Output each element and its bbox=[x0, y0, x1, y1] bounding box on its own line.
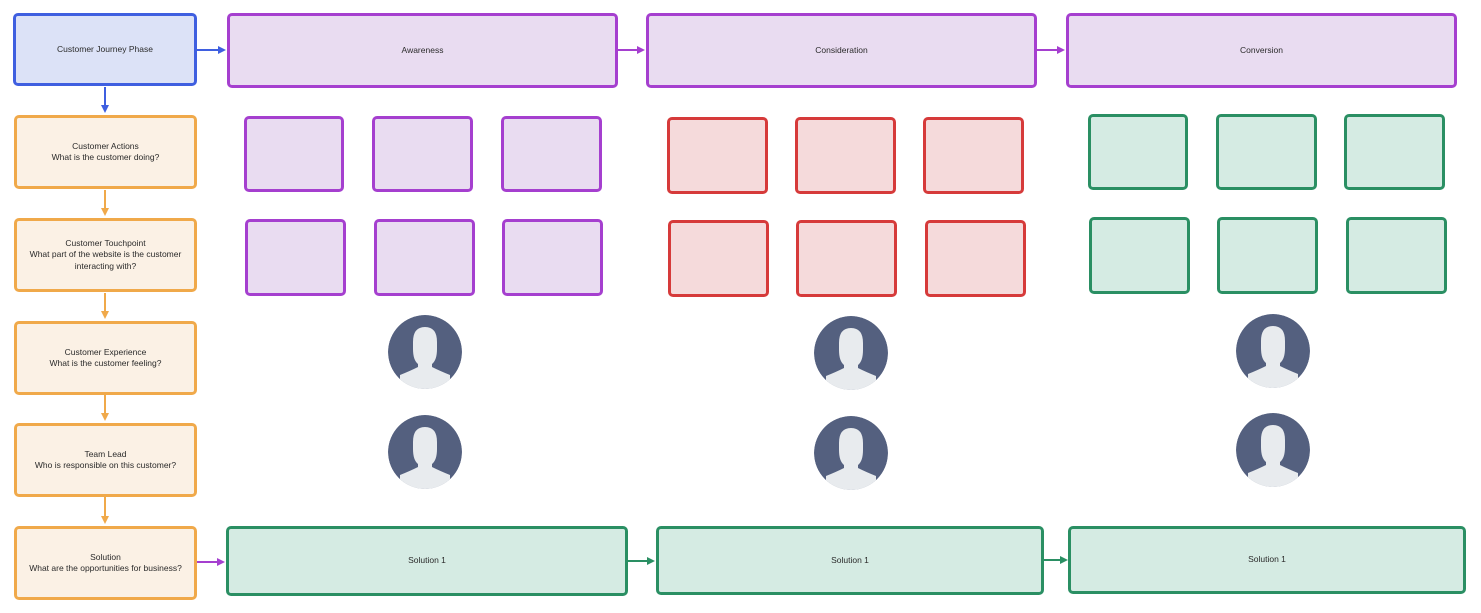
solution-label: Solution 1 bbox=[1248, 554, 1286, 565]
row-title: Team Lead bbox=[84, 448, 127, 459]
consideration-touchpoint-card-3[interactable] bbox=[925, 220, 1026, 297]
solution-label: Solution 1 bbox=[831, 554, 869, 565]
user-avatar-icon[interactable] bbox=[814, 416, 888, 490]
user-avatar-icon[interactable] bbox=[388, 315, 462, 389]
user-avatar-icon[interactable] bbox=[1236, 413, 1310, 487]
user-avatar-icon[interactable] bbox=[1236, 314, 1310, 388]
row-title: Customer Actions bbox=[72, 140, 139, 151]
conversion-touchpoint-card-3[interactable] bbox=[1346, 217, 1447, 294]
phase-label: Consideration bbox=[815, 44, 868, 55]
awareness-touchpoint-card-2[interactable] bbox=[374, 219, 475, 296]
consideration-action-card-3[interactable] bbox=[923, 117, 1024, 194]
conversion-action-card-1[interactable] bbox=[1088, 114, 1188, 190]
consideration-touchpoint-card-1[interactable] bbox=[668, 220, 769, 297]
row-question: What is the customer feeling? bbox=[49, 358, 162, 368]
journey-phase-header-label: Customer Journey Phase bbox=[57, 43, 153, 54]
consideration-touchpoint-card-2[interactable] bbox=[796, 220, 897, 297]
awareness-action-card-3[interactable] bbox=[501, 116, 602, 192]
consideration-action-card-2[interactable] bbox=[795, 117, 896, 194]
awareness-action-card-1[interactable] bbox=[244, 116, 344, 192]
phase-awareness[interactable]: Awareness bbox=[227, 13, 618, 88]
conversion-action-card-2[interactable] bbox=[1216, 114, 1317, 190]
row-question: What is the customer doing? bbox=[51, 152, 160, 162]
phase-label: Conversion bbox=[1240, 44, 1283, 55]
row-title: Customer Experience bbox=[64, 346, 147, 357]
phase-label: Awareness bbox=[401, 44, 444, 55]
row-question: What part of the website is the customer… bbox=[29, 249, 182, 271]
phase-consideration[interactable]: Consideration bbox=[646, 13, 1037, 88]
awareness-action-card-2[interactable] bbox=[372, 116, 473, 192]
solution-label: Solution 1 bbox=[408, 555, 446, 566]
conversion-action-card-3[interactable] bbox=[1344, 114, 1445, 190]
user-avatar-icon[interactable] bbox=[814, 316, 888, 390]
row-title: Customer Touchpoint bbox=[65, 237, 146, 248]
row-title: Solution bbox=[90, 551, 121, 562]
solution-box-awareness[interactable]: Solution 1 bbox=[226, 526, 628, 596]
awareness-touchpoint-card-3[interactable] bbox=[502, 219, 603, 296]
row-question: Who is responsible on this customer? bbox=[34, 460, 177, 470]
awareness-touchpoint-card-1[interactable] bbox=[245, 219, 346, 296]
phase-conversion[interactable]: Conversion bbox=[1066, 13, 1457, 88]
conversion-touchpoint-card-2[interactable] bbox=[1217, 217, 1318, 294]
conversion-touchpoint-card-1[interactable] bbox=[1089, 217, 1190, 294]
row-question: What are the opportunities for business? bbox=[29, 563, 182, 573]
user-avatar-icon[interactable] bbox=[388, 415, 462, 489]
journey-phase-header[interactable]: Customer Journey Phase bbox=[13, 13, 197, 86]
solution-box-consideration[interactable]: Solution 1 bbox=[656, 526, 1044, 595]
solution-box-conversion[interactable]: Solution 1 bbox=[1068, 526, 1466, 594]
consideration-action-card-1[interactable] bbox=[667, 117, 768, 194]
